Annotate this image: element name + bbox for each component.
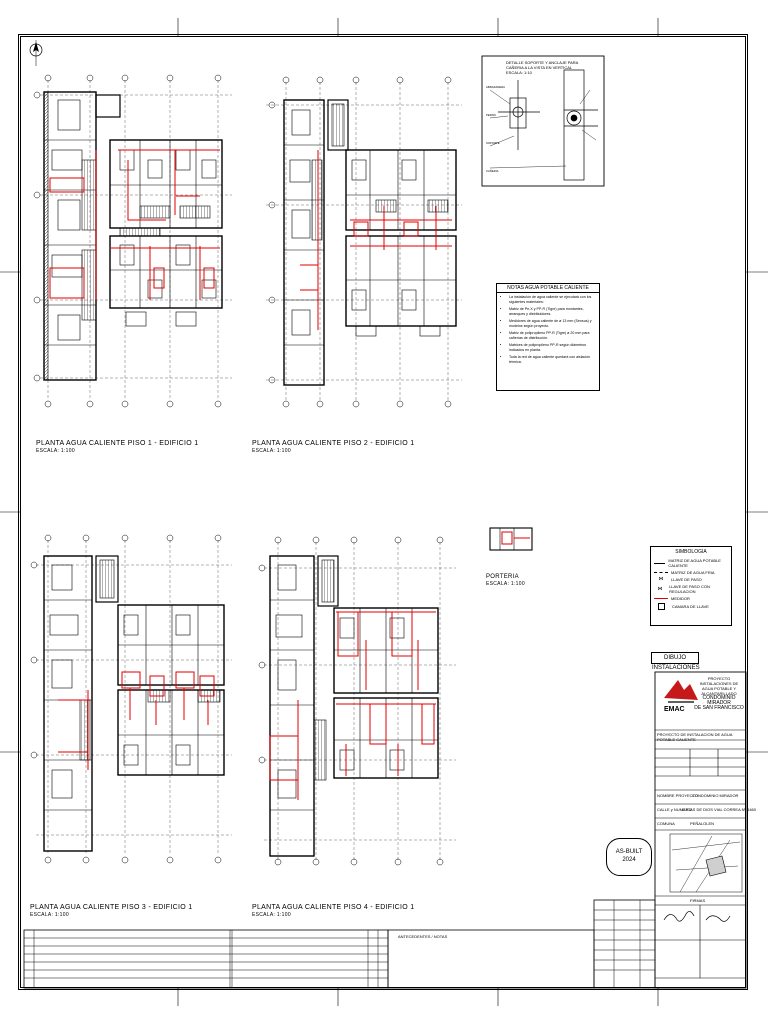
detail-scale: ESCALA: 1:10	[506, 70, 532, 75]
legend-item: ⋈ LLAVE DE PASO	[654, 576, 728, 583]
legend-item-label: LLAVE DE PASO CON REGULACION	[669, 584, 710, 594]
valve-icon: ⋈	[658, 576, 664, 582]
legend-item: MATRIZ DE AGUA POTABLE CALIENTE	[654, 558, 728, 568]
plan-2-title: PLANTA AGUA CALIENTE PISO 2 - EDIFICIO 1	[252, 440, 415, 447]
title-block-lines	[654, 671, 747, 989]
owner-line: PROYECTO INSTALACIONES DE AGUA POTABLE Y…	[699, 676, 739, 696]
plan-2-scale: ESCALA: 1:100	[252, 448, 291, 454]
line-symbol-icon	[654, 562, 666, 564]
info-value: CONDOMINIO MIRADOR	[692, 793, 739, 798]
status-label: DIBUJO INSTALACIONES	[651, 652, 700, 671]
stamp-line-1: AS-BUILT	[615, 849, 643, 855]
frame-ticks	[0, 18, 768, 1006]
revision-table-lines	[23, 899, 656, 989]
porteria-scale: ESCALA: 1:100	[486, 581, 525, 587]
info-value: LUCAS DE DIOS VIAL CORREA Nº 4460	[682, 807, 757, 812]
support-detail-drawing: ABRAZADERA PERNO SOPORTE CAÑERIA	[481, 55, 605, 187]
notes-item: Matriz de polipropileno PP-R (Tigre) ø 2…	[509, 331, 599, 341]
plan-3-caption: PLANTA AGUA CALIENTE PISO 3 - EDIFICIO 1…	[30, 904, 192, 918]
porteria-plan	[489, 527, 533, 551]
plan-4-title: PLANTA AGUA CALIENTE PISO 4 - EDIFICIO 1	[252, 904, 415, 911]
meter-icon	[654, 598, 668, 599]
svg-text:SOPORTE: SOPORTE	[486, 141, 500, 145]
plan-3-title: PLANTA AGUA CALIENTE PISO 3 - EDIFICIO 1	[30, 904, 193, 911]
notes-item: Matrices de polipropileno PP-R según diá…	[509, 343, 599, 353]
chamber-icon	[658, 603, 665, 610]
legend-item-label: MEDIDOR	[671, 596, 690, 601]
stamp-line-2: 2024	[622, 857, 636, 863]
dashed-line-icon	[654, 572, 668, 573]
owner-block: PROYECTO INSTALACIONES DE AGUA POTABLE Y…	[694, 676, 744, 711]
legend-item: ⋈ LLAVE DE PASO CON REGULACION	[654, 584, 728, 594]
north-arrow-icon	[29, 40, 43, 66]
notes-box: NOTAS AGUA POTABLE CALIENTE La instalaci…	[496, 283, 600, 391]
legend-item: MATRIZ DE AGUA FRIA	[654, 570, 728, 575]
company-logo-icon	[664, 680, 698, 703]
notes-item: Toda la red de agua caliente quedará con…	[509, 355, 599, 365]
legend-title: SIMBOLOGIA	[675, 549, 707, 555]
legend-item-label: LLAVE DE PASO	[671, 577, 702, 582]
plan-floor-3	[30, 534, 232, 864]
revisions-header: ANTECEDENTES / NOTAS	[398, 934, 448, 939]
legend-box: SIMBOLOGIA MATRIZ DE AGUA POTABLE CALIEN…	[650, 546, 732, 626]
porteria-title: PORTERIA	[486, 574, 519, 580]
plan-floor-2	[266, 76, 462, 408]
legend-item: MEDIDOR	[654, 596, 728, 601]
info-label: CALLE y NUMERO	[657, 807, 692, 812]
legend-list: MATRIZ DE AGUA POTABLE CALIENTE MATRIZ D…	[651, 558, 731, 610]
notes-title: NOTAS AGUA POTABLE CALIENTE	[497, 284, 599, 293]
info-value: PEÑALOLEN	[690, 821, 715, 826]
svg-text:ABRAZADERA: ABRAZADERA	[486, 85, 505, 89]
detail-title-text: DETALLE SOPORTE Y ANCLAJE PARA CAÑERIA A…	[506, 60, 579, 70]
plan-4-scale: ESCALA: 1:100	[252, 912, 291, 918]
notes-item: Matriz de Pe-X y PP-R (Tigre) para monta…	[509, 307, 599, 317]
plan-1-scale: ESCALA: 1:100	[36, 448, 75, 454]
notes-item: La instalación de agua caliente se ejecu…	[509, 295, 599, 305]
owner-line: DE SAN FRANCISCO	[694, 705, 744, 711]
owner-line: CONDOMINIO MIRADOR	[702, 695, 736, 706]
legend-item-label: MATRIZ DE AGUA FRIA	[671, 570, 715, 575]
project-name: PROYECTO DE INSTALACION DE AGUA POTABLE …	[657, 732, 733, 742]
plan-floor-1	[33, 74, 232, 408]
porteria-caption: PORTERIA ESCALA: 1:100	[486, 574, 525, 587]
legend-item-label: CAMARA DE LLAVE	[672, 604, 709, 609]
plan-floor-4	[258, 536, 456, 866]
company-name: EMAC	[664, 706, 685, 713]
regulating-valve-icon: ⋈	[657, 585, 663, 592]
info-label: COMUNA	[657, 821, 675, 826]
plan-1-caption: PLANTA AGUA CALIENTE PISO 1 - EDIFICIO 1…	[36, 440, 198, 454]
svg-text:PERNO: PERNO	[486, 113, 497, 117]
plan-4-caption: PLANTA AGUA CALIENTE PISO 4 - EDIFICIO 1…	[252, 904, 414, 918]
legend-item-label: MATRIZ DE AGUA POTABLE CALIENTE	[668, 558, 721, 568]
legend-item: CAMARA DE LLAVE	[654, 603, 728, 610]
as-built-stamp: AS-BUILT 2024	[606, 838, 652, 876]
notes-list: La instalación de agua caliente se ejecu…	[503, 295, 599, 365]
inner-frame	[20, 36, 746, 988]
firmas-label: FIRMAS	[690, 898, 706, 903]
notes-item: Medidores de agua caliente de ø 13 mm (S…	[509, 319, 599, 329]
svg-text:CAÑERIA: CAÑERIA	[486, 168, 499, 173]
detail-title: DETALLE SOPORTE Y ANCLAJE PARA CAÑERIA A…	[506, 60, 590, 75]
info-label: NOMBRE PROYECTO	[657, 793, 699, 798]
plan-3-scale: ESCALA: 1:100	[30, 912, 69, 918]
plan-2-caption: PLANTA AGUA CALIENTE PISO 2 - EDIFICIO 1…	[252, 440, 414, 454]
plan-1-title: PLANTA AGUA CALIENTE PISO 1 - EDIFICIO 1	[36, 440, 199, 447]
